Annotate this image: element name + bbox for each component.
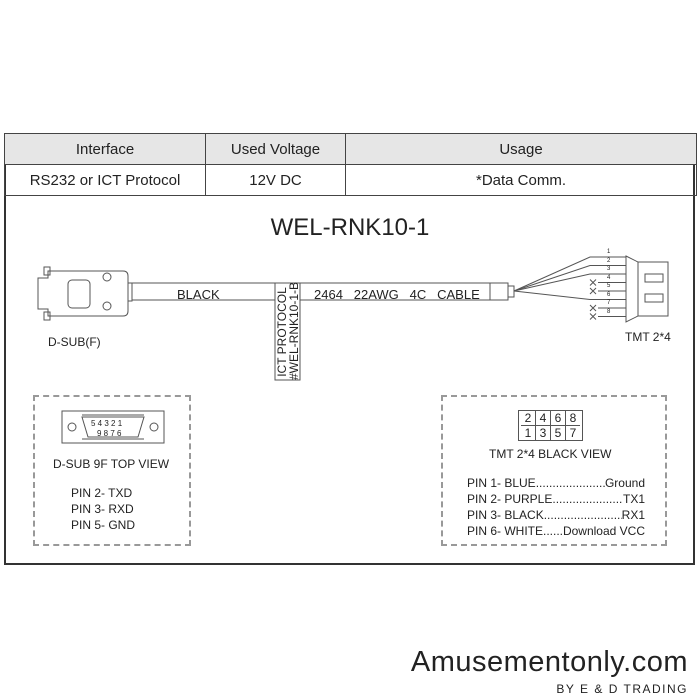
tmt-cell: 6 (550, 411, 565, 425)
tmt-pin-dots: ....... (543, 524, 563, 538)
tmt-pin-signal: Download VCC (562, 524, 645, 538)
tmt-pin-name: PIN 3- BLACK (467, 508, 544, 522)
dsub-top-pins: 5 4 3 2 1 (91, 419, 123, 428)
tmt-cell: 5 (550, 426, 565, 440)
tmt-pin-signal: Ground (604, 476, 645, 490)
pin-number: 7 (607, 300, 611, 306)
brand-name: Amusementonly.com (410, 646, 688, 678)
tmt-pin-name: PIN 2- PURPLE (467, 492, 553, 506)
pin-number: 3 (607, 266, 611, 272)
dsub-shell-icon (37, 270, 129, 317)
pin-number: 8 (607, 308, 611, 315)
cell-interface: RS232 or ICT Protocol (4, 164, 206, 196)
tmt-pin-name: PIN 6- WHITE (467, 524, 544, 538)
pin-number: 1 (607, 249, 611, 255)
brand-tagline: BY E & D TRADING (556, 682, 688, 696)
wire-pin-2 (513, 265, 626, 292)
cable-color-label: BLACK (177, 287, 220, 302)
right-connector-label: TMT 2*4 (625, 330, 671, 344)
protocol-label-line2: #WEL-RNK10-1-B (287, 281, 301, 380)
pin-number: 4 (607, 274, 611, 281)
pin-number: 6 (607, 291, 611, 298)
spec-table: Interface Used Voltage Usage RS232 or IC… (4, 133, 697, 196)
tmt-pin-name: PIN 1- BLUE (467, 476, 536, 490)
dsub-9f-icon (61, 410, 165, 444)
tmt-cell: 8 (565, 411, 580, 425)
wire-pin-3 (513, 273, 626, 292)
dsub-pin: PIN 5- GND (71, 518, 136, 532)
cable-spec: 2464 22AWG 4C CABLE (314, 287, 480, 302)
tmt-cell: 2 (524, 411, 532, 425)
dsub-view-box: 5 4 3 2 1 9 8 7 6 D-SUB 9F TOP VIEW PIN … (33, 395, 191, 546)
tmt-pin-dots: ...................... (552, 492, 623, 506)
dsub-bottom-pins: 9 8 7 6 (97, 429, 122, 438)
cable-drawing (37, 255, 669, 381)
tmt-pin-dots: ...................... (535, 476, 605, 490)
tmt-cell: 7 (565, 426, 580, 440)
tmt-pin: PIN 1- BLUE......................Ground (467, 475, 645, 491)
no-connect-icon (589, 287, 597, 295)
dsub-pin: PIN 2- TXD (71, 486, 133, 500)
cable-spec-awg: 22AWG (353, 287, 399, 302)
cell-voltage: 12V DC (205, 164, 346, 196)
header-voltage: Used Voltage (205, 133, 346, 165)
pin-number: 5 (607, 283, 611, 289)
no-connect-icon (589, 279, 597, 286)
tmt-pin-signal: RX1 (621, 508, 645, 522)
header-usage: Usage (345, 133, 697, 165)
cable-spec-word: CABLE (437, 287, 480, 302)
tmt-pin: PIN 6- WHITE.......Download VCC (467, 523, 645, 539)
cable-spec-type: 2464 (314, 287, 343, 302)
left-connector-label: D-SUB(F) (48, 335, 101, 349)
cable-spec-cores: 4C (409, 287, 427, 302)
tmt-pin-dots: .......................... (543, 508, 622, 522)
tmt-pin: PIN 3- BLACK..........................RX… (467, 507, 645, 523)
dsub-view-title: D-SUB 9F TOP VIEW (53, 457, 170, 471)
tmt-cell: 3 (535, 426, 550, 440)
wire-pin-6 (513, 290, 626, 300)
dsub-pin: PIN 3- RXD (71, 502, 134, 516)
diagram-title: WEL-RNK10-1 (270, 214, 430, 241)
tmt-housing (625, 255, 639, 323)
tmt-pin: PIN 2- PURPLE......................TX1 (467, 491, 645, 507)
tmt-view-title: TMT 2*4 BLACK VIEW (489, 447, 612, 461)
no-connect-icon (589, 304, 597, 312)
protocol-label: ICT PROTOCOL #WEL-RNK10-1-B (275, 281, 301, 380)
dsub-pin-list: PIN 2- TXD PIN 3- RXD PIN 5- GND (71, 485, 135, 533)
no-connect-icon (589, 313, 597, 320)
cell-usage: *Data Comm. (345, 164, 697, 196)
wire-pin-1 (513, 256, 626, 292)
tmt-cell: 4 (535, 411, 550, 425)
header-interface: Interface (4, 133, 206, 165)
tmt-pin-signal: TX1 (622, 492, 645, 506)
tmt-cell: 1 (524, 426, 532, 440)
pin-number: 2 (607, 257, 611, 264)
